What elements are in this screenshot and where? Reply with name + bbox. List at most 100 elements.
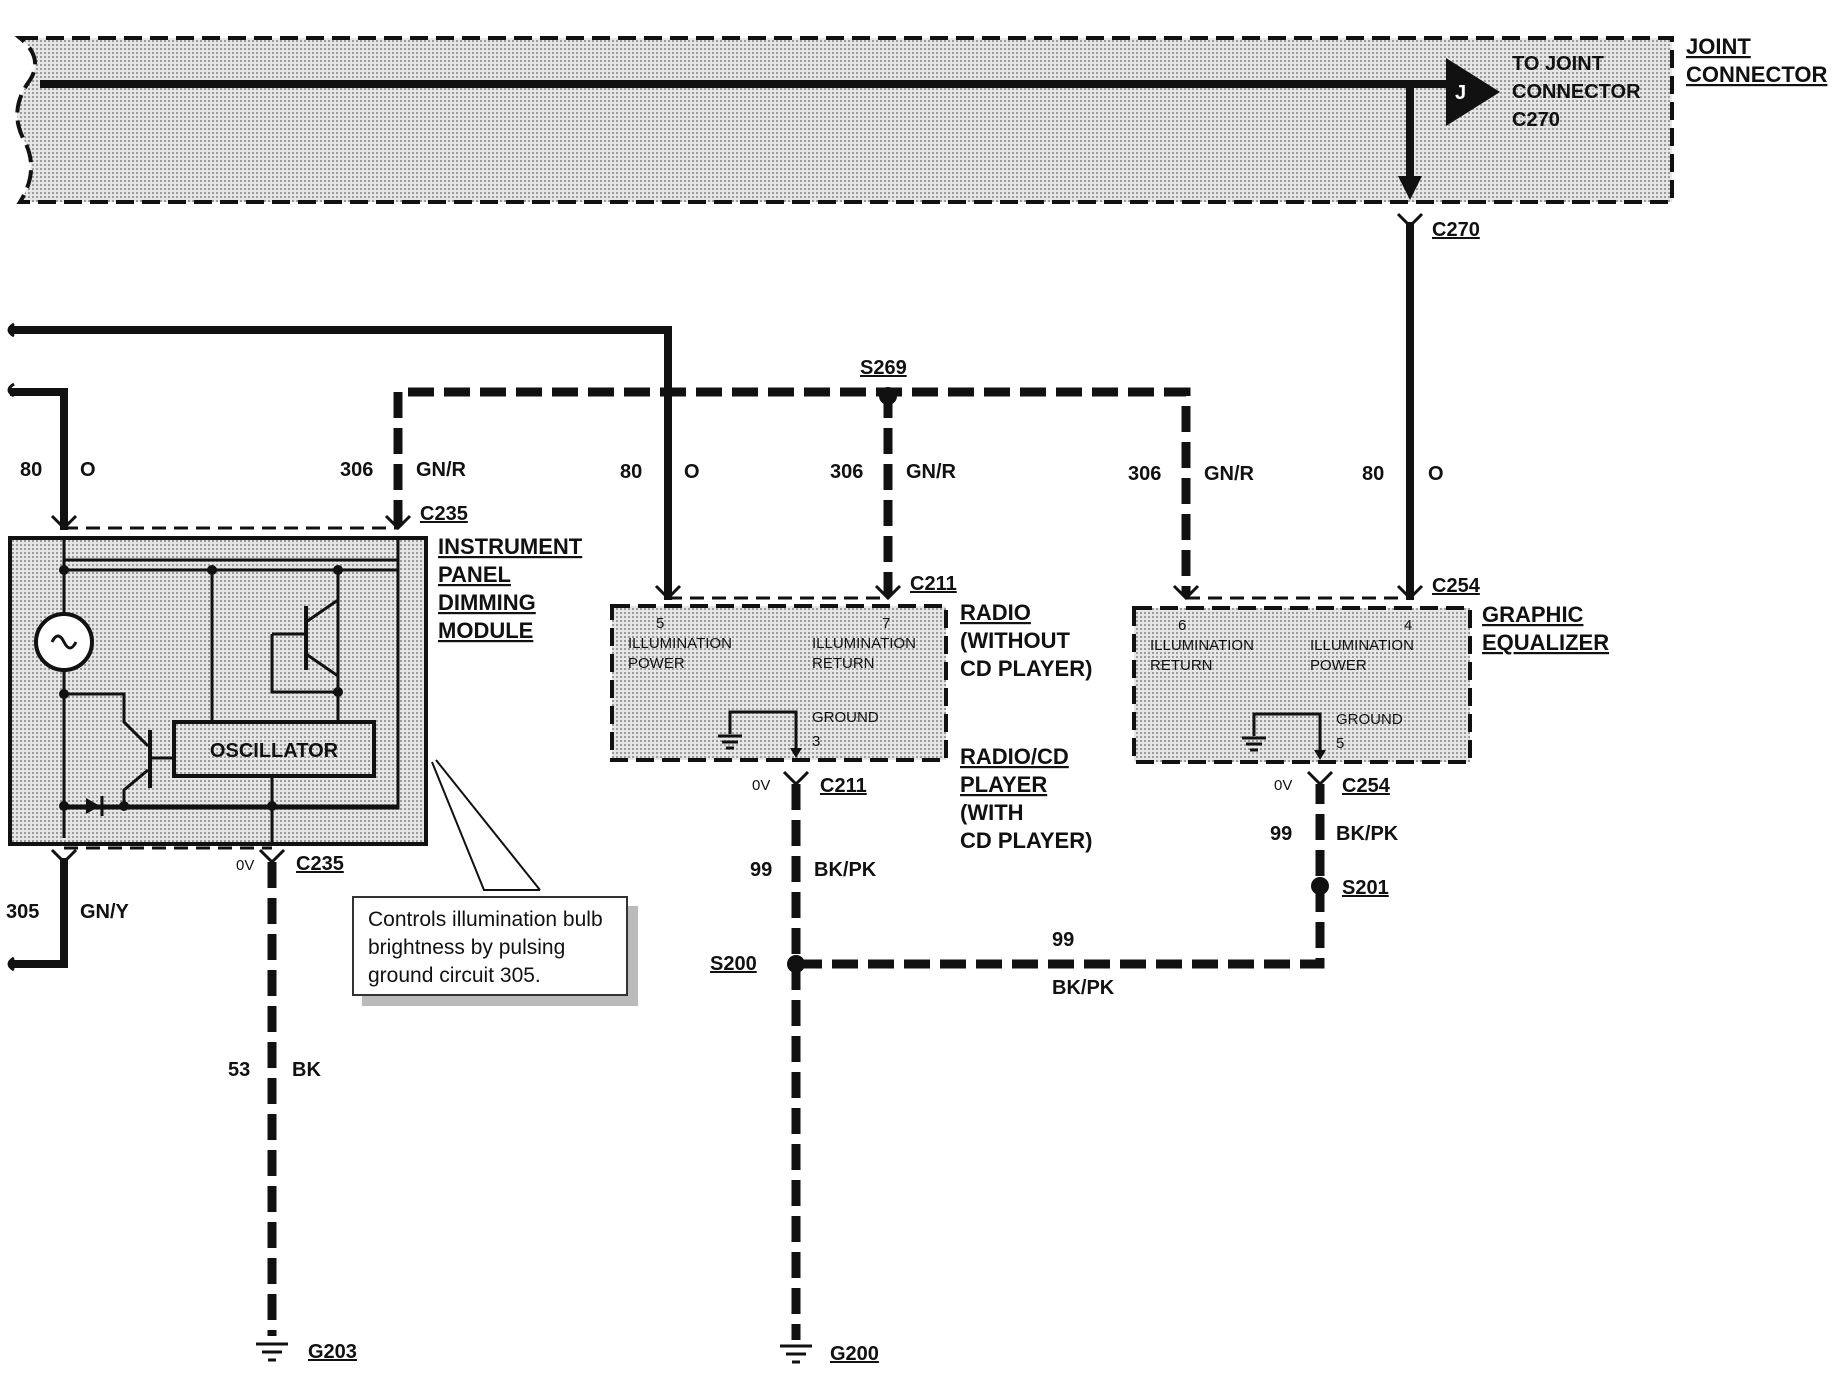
eq-pin6-line2: RETURN bbox=[1150, 657, 1213, 674]
equalizer-box bbox=[1132, 606, 1472, 764]
transistor-lead bbox=[64, 692, 150, 748]
wire-99-radio-num: 99 bbox=[750, 859, 772, 881]
c235-top-connector-icon bbox=[384, 514, 412, 531]
c235-bottom-connector-icon bbox=[258, 848, 286, 865]
wire-306-bus bbox=[393, 387, 1191, 596]
radio-alt-line1: RADIO/CD bbox=[960, 744, 1069, 769]
ground-g203-label: G203 bbox=[308, 1341, 357, 1363]
down-arrow-icon bbox=[1398, 176, 1422, 200]
radio-ground-label: GROUND bbox=[812, 709, 879, 726]
transistor-lead bbox=[122, 768, 149, 806]
callout-leader bbox=[431, 761, 540, 891]
c211-bottom-connector-icon bbox=[782, 770, 810, 787]
callout-leader bbox=[435, 759, 541, 891]
eq-ground-label: GROUND bbox=[1336, 711, 1403, 728]
ov-3: 0V bbox=[1274, 777, 1292, 794]
wire-80-left bbox=[10, 388, 68, 530]
module-title-line4: MODULE bbox=[438, 618, 533, 643]
wire-99-radio-color: BK/PK bbox=[814, 859, 877, 881]
radio-pin5-line1: ILLUMINATION bbox=[628, 635, 732, 652]
splice-s269-label: S269 bbox=[860, 357, 907, 379]
c254-top-connector-icon bbox=[1396, 584, 1424, 601]
to-joint-line1: TO JOINT bbox=[1512, 53, 1604, 75]
c235-top-label: C235 bbox=[420, 503, 468, 525]
radio-ground-icon bbox=[718, 734, 742, 750]
ground-g200-label: G200 bbox=[830, 1343, 879, 1365]
wire-99-h-num: 99 bbox=[1052, 929, 1074, 951]
node-icon bbox=[59, 801, 69, 811]
wire-53-color: BK bbox=[292, 1059, 321, 1081]
transistor2-lead bbox=[305, 570, 340, 624]
transistor2-lead bbox=[270, 634, 338, 694]
ov-2: 0V bbox=[752, 777, 770, 794]
wire-305 bbox=[10, 858, 68, 968]
wire-99-horizontal bbox=[796, 784, 1325, 969]
eq-pin4-line1: ILLUMINATION bbox=[1310, 637, 1414, 654]
diode-icon bbox=[86, 798, 100, 814]
radio-pin7: 7 bbox=[882, 615, 890, 632]
eq-pin6-line1: ILLUMINATION bbox=[1150, 637, 1254, 654]
node-icon bbox=[207, 565, 217, 575]
wire-99-eq-num: 99 bbox=[1270, 823, 1292, 845]
radio-pin5: 5 bbox=[656, 615, 664, 632]
wire-306-eq-color: GN/R bbox=[1204, 463, 1255, 485]
eq-title-line2: EQUALIZER bbox=[1482, 630, 1609, 655]
wire-80-eq-color: O bbox=[1428, 463, 1444, 485]
joint-arrow-icon bbox=[1446, 58, 1500, 126]
joint-title-line1: JOINT bbox=[1686, 34, 1751, 59]
wire-306-left-num: 306 bbox=[340, 459, 373, 481]
radio-ground-arrow-icon bbox=[790, 748, 802, 758]
to-joint-line2: CONNECTOR bbox=[1512, 81, 1641, 103]
module-title-line3: DIMMING bbox=[438, 590, 536, 615]
splice-s200-label: S200 bbox=[710, 953, 757, 975]
eq-pin5: 5 bbox=[1336, 735, 1344, 752]
joint-connector-region bbox=[14, 36, 1674, 204]
lamp-filament-icon bbox=[50, 634, 78, 650]
eq-pin4: 4 bbox=[1404, 617, 1412, 634]
wire-80-left-color: O bbox=[80, 459, 96, 481]
splice-s201-label: S201 bbox=[1342, 877, 1389, 899]
c254-top-connector-icon bbox=[1172, 584, 1200, 601]
radio-alt-line4: CD PLAYER) bbox=[960, 828, 1092, 853]
eq-pin4-line2: POWER bbox=[1310, 657, 1367, 674]
joint-arrow-letter: J bbox=[1455, 82, 1466, 104]
oscillator-label: OSCILLATOR bbox=[210, 740, 339, 762]
c235-top-connector-icon bbox=[50, 514, 78, 531]
c211-top-label: C211 bbox=[910, 573, 957, 595]
c270-label: C270 bbox=[1432, 219, 1480, 241]
wire-53-num: 53 bbox=[228, 1059, 250, 1081]
to-joint-line3: C270 bbox=[1512, 109, 1560, 131]
c254-bottom-connector-icon bbox=[1306, 770, 1334, 787]
radio-pin7-line1: ILLUMINATION bbox=[812, 635, 916, 652]
c211-bottom-label: C211 bbox=[820, 775, 867, 797]
callout-note: Controls illumination bulb brightness by… bbox=[352, 896, 628, 996]
dimming-module-box bbox=[8, 536, 428, 846]
ground-g203-icon bbox=[256, 1342, 288, 1362]
module-title-line1: INSTRUMENT bbox=[438, 534, 583, 559]
eq-title-line1: GRAPHIC bbox=[1482, 602, 1584, 627]
radio-ground-trace bbox=[728, 710, 798, 750]
eq-ground-arrow-icon bbox=[1314, 750, 1326, 760]
eq-pin6: 6 bbox=[1178, 617, 1186, 634]
radio-pin5-line2: POWER bbox=[628, 655, 685, 672]
radio-title-line3: CD PLAYER) bbox=[960, 656, 1092, 681]
wire-306-radio-num: 306 bbox=[830, 461, 863, 483]
wire-305-num: 305 bbox=[6, 901, 39, 923]
wire-99-h-color: BK/PK bbox=[1052, 977, 1115, 999]
c254-top-label: C254 bbox=[1432, 575, 1481, 597]
transistor2-lead bbox=[305, 652, 340, 692]
wire-306-radio-color: GN/R bbox=[906, 461, 957, 483]
oscillator-box bbox=[172, 720, 376, 778]
wire-99-eq-color: BK/PK bbox=[1336, 823, 1399, 845]
radio-alt-line3: (WITH bbox=[960, 800, 1024, 825]
radio-title-line1: RADIO bbox=[960, 600, 1031, 625]
ground-g200-icon bbox=[780, 1344, 812, 1364]
wire-305-color: GN/Y bbox=[80, 901, 130, 923]
joint-title-line2: CONNECTOR bbox=[1686, 62, 1827, 87]
wire-306-eq-num: 306 bbox=[1128, 463, 1161, 485]
c254-bottom-label: C254 bbox=[1342, 775, 1391, 797]
module-title-line2: PANEL bbox=[438, 562, 511, 587]
node-icon bbox=[119, 801, 129, 811]
wire-80-radio-color: O bbox=[684, 461, 700, 483]
